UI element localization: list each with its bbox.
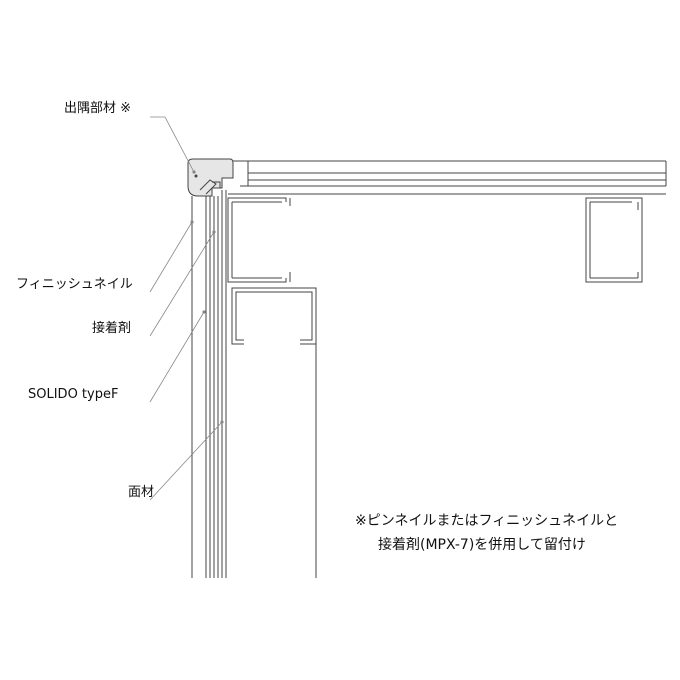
- leader-lines: [149, 116, 224, 501]
- steel-stud-bottom: [231, 287, 317, 345]
- top-panel: [228, 160, 667, 195]
- label-solido: SOLIDO typeF: [28, 387, 119, 402]
- vertical-panels: [191, 190, 317, 578]
- label-corner-piece: 出隅部材 ※: [64, 101, 132, 116]
- note-line-1: ※ピンネイルまたはフィニッシュネイルと: [355, 513, 619, 529]
- steel-stud-left: [227, 197, 291, 283]
- note-line-2: 接着剤(MPX-7)を併用して留付け: [378, 537, 586, 553]
- corner-trim: [187, 158, 234, 197]
- label-finish-nail: フィニッシュネイル: [16, 277, 133, 292]
- label-face-material: 面材: [128, 485, 155, 500]
- label-adhesive: 接着剤: [92, 321, 132, 336]
- steel-stud-right: [585, 197, 643, 283]
